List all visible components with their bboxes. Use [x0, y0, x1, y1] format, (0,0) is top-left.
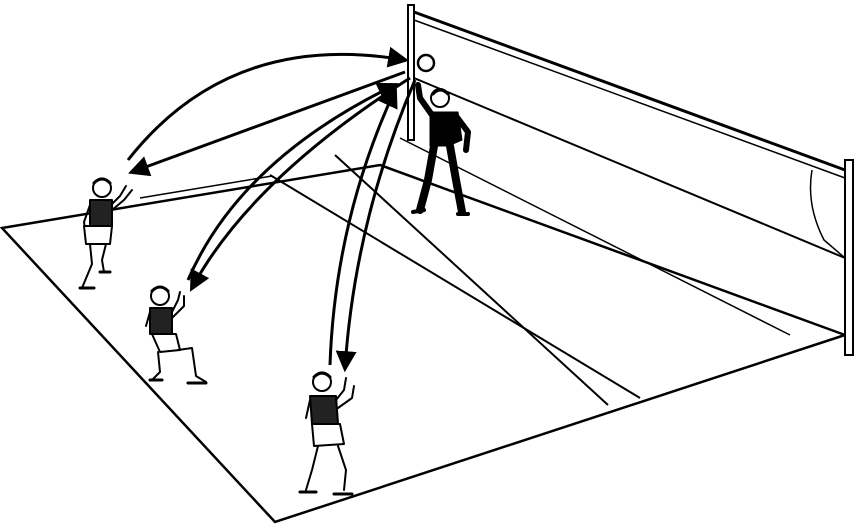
coach-tossing-ball	[411, 82, 471, 216]
net-top-band-inner	[413, 19, 846, 179]
net-post-left	[407, 4, 415, 141]
court-line-middle	[334, 154, 609, 406]
pass-arrows	[126, 46, 417, 373]
arrow-from-net-left-middle	[190, 76, 411, 292]
net-post-right	[844, 159, 854, 356]
arrow-to-front-player	[328, 86, 398, 366]
arrow-return-left-back	[128, 70, 406, 177]
net-antenna	[809, 169, 846, 259]
court-line-attack	[269, 174, 641, 399]
court-line-short	[139, 175, 273, 199]
player-left-middle	[145, 285, 208, 385]
arrow-arc-to-net	[126, 46, 410, 161]
arrow-to-left-middle	[186, 82, 399, 281]
player-front	[298, 371, 355, 496]
net-top-band	[413, 10, 846, 172]
net	[407, 4, 854, 356]
player-left-back	[78, 177, 133, 290]
court-outline	[0, 163, 849, 524]
volleyball	[416, 53, 436, 73]
arrow-from-net-front	[335, 79, 417, 373]
court-line-far	[399, 137, 791, 336]
net-bottom-edge	[413, 77, 846, 259]
